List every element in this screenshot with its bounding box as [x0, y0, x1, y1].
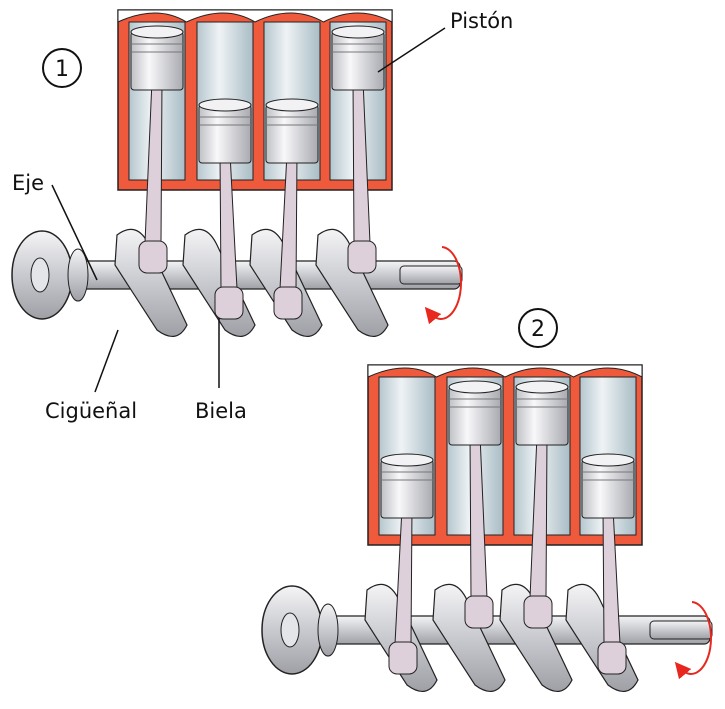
piston-crown	[198, 98, 252, 112]
label-crankshaft: Cigüeñal	[45, 329, 137, 423]
axle-label: Eje	[12, 171, 44, 195]
stage-number-2: 2	[531, 317, 545, 342]
piston	[130, 31, 184, 91]
crank-web	[432, 583, 506, 692]
rotation-arrow-icon	[424, 246, 463, 325]
pulley-hub	[30, 257, 50, 293]
label-piston: Pistón	[377, 9, 513, 73]
stage-number-badge-1: 1	[42, 48, 82, 88]
label-connecting-rod: Biela	[195, 318, 247, 423]
piston-label: Pistón	[450, 9, 513, 33]
stage-number-badge-2: 2	[518, 308, 558, 348]
piston	[198, 104, 252, 164]
piston	[515, 386, 569, 446]
stage-number-1: 1	[55, 57, 69, 82]
piston-crown	[448, 380, 502, 394]
leader-line	[51, 184, 98, 281]
piston	[265, 104, 319, 164]
crank-web	[114, 228, 188, 337]
crankshaft-label: Cigüeñal	[45, 399, 137, 423]
piston	[448, 386, 502, 446]
piston-crown	[130, 25, 184, 39]
crank-web	[315, 228, 389, 337]
piston	[331, 31, 385, 91]
piston	[380, 459, 434, 519]
piston-crown	[581, 453, 635, 467]
rotation-arrow-icon	[674, 601, 713, 680]
block-top-edge	[117, 9, 393, 23]
connecting-rod-big-end	[388, 641, 418, 675]
piston	[581, 459, 635, 519]
leader-line	[377, 27, 446, 73]
piston-crown	[380, 453, 434, 467]
timing-gear	[317, 603, 339, 657]
engine-stage-1	[11, 9, 463, 337]
connecting-rod-big-end	[523, 595, 553, 629]
connecting-rod-big-end	[273, 286, 303, 320]
connecting-rod-big-end	[597, 641, 627, 675]
piston-crown	[331, 25, 385, 39]
crank-web	[499, 583, 573, 692]
engine-stage-2	[261, 364, 713, 692]
piston-crown	[515, 380, 569, 394]
pulley-hub	[280, 612, 300, 648]
leader-line	[94, 329, 119, 393]
label-axle: Eje	[12, 171, 98, 281]
output-shaft	[649, 620, 713, 640]
connecting-rod-big-end	[214, 286, 244, 320]
connecting-rod-label: Biela	[195, 399, 247, 423]
piston-crown	[265, 98, 319, 112]
block-top-edge	[367, 364, 643, 378]
timing-gear	[67, 248, 89, 302]
connecting-rod-big-end	[138, 240, 168, 274]
connecting-rod-big-end	[347, 240, 377, 274]
output-shaft	[399, 265, 463, 285]
connecting-rod-big-end	[464, 595, 494, 629]
